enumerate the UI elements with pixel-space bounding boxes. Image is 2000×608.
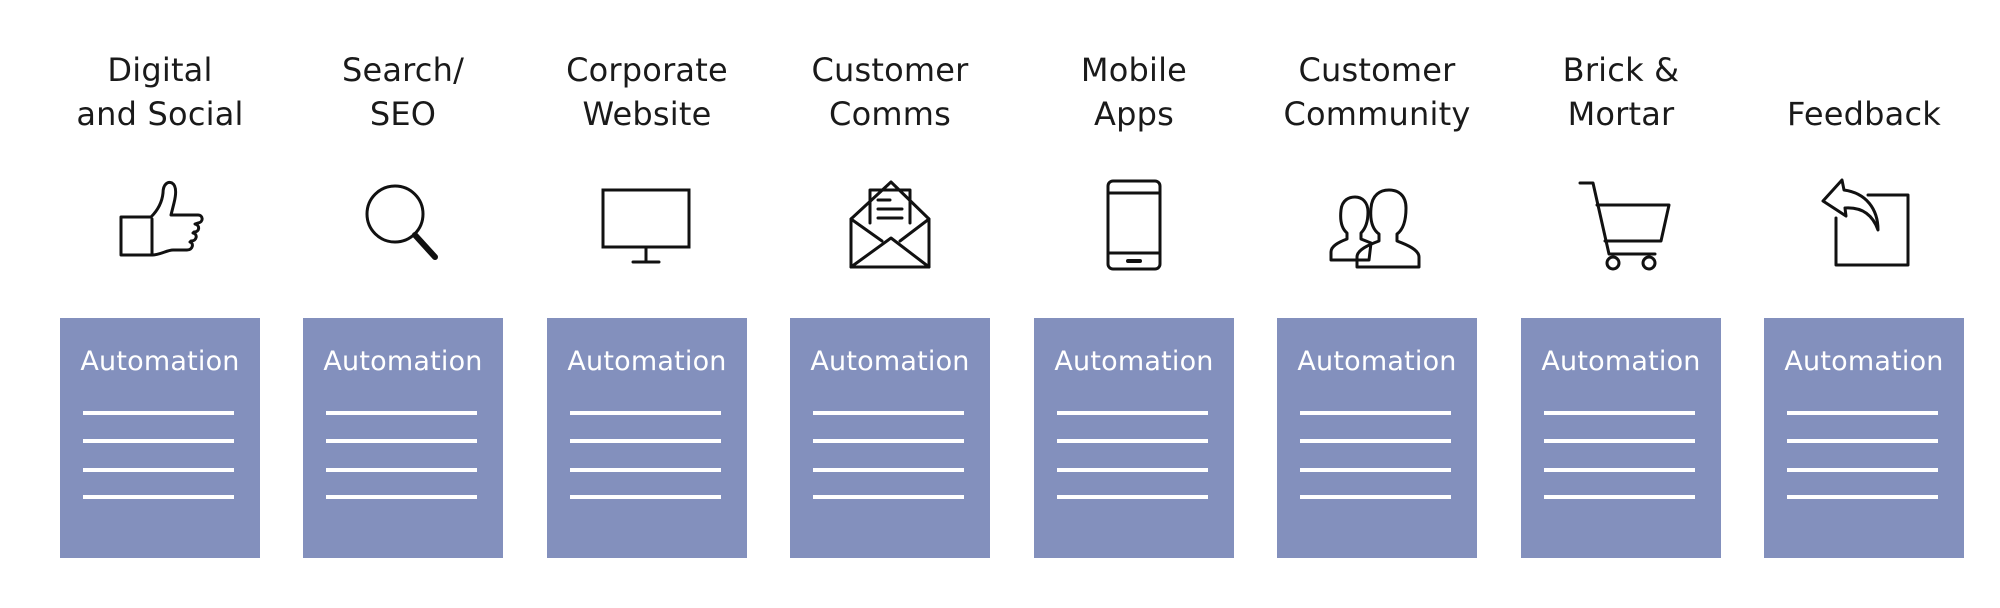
text-line: [83, 495, 234, 499]
text-line: [1787, 495, 1938, 499]
automation-card: Automation: [60, 318, 260, 558]
title-line-2: and Social: [76, 95, 244, 133]
title-line-2: Community: [1283, 95, 1471, 133]
title-line-1: Customer: [1298, 51, 1456, 89]
text-line: [1787, 439, 1938, 443]
channel-title: Feedback: [1734, 46, 1994, 136]
automation-label: Automation: [567, 346, 727, 377]
title-line-2: SEO: [369, 95, 437, 133]
title-line-1: Mobile: [1080, 51, 1188, 89]
title-line-2: Apps: [1094, 95, 1174, 133]
text-line: [83, 468, 234, 472]
title-line-1: Search/: [341, 51, 465, 89]
automation-card: Automation: [547, 318, 747, 558]
text-line: [1544, 411, 1695, 415]
text-line: [1300, 468, 1451, 472]
shopping-cart-icon: [1561, 175, 1681, 275]
reply-arrow-icon: [1804, 175, 1924, 275]
automation-label: Automation: [1297, 346, 1457, 377]
text-line: [570, 411, 721, 415]
automation-label: Automation: [80, 346, 240, 377]
text-line: [83, 411, 234, 415]
text-line: [326, 439, 477, 443]
text-line: [813, 468, 964, 472]
text-line: [570, 495, 721, 499]
channel-column-search-seo: Search/ SEO Automation: [303, 0, 503, 608]
channel-title: Digital and Social: [30, 46, 290, 136]
text-line: [1787, 468, 1938, 472]
automation-label: Automation: [1784, 346, 1944, 377]
channel-title: Brick & Mortar: [1491, 46, 1751, 136]
automation-label: Automation: [1541, 346, 1701, 377]
title-line-1: Customer: [811, 51, 969, 89]
text-line: [1300, 411, 1451, 415]
people-icon: [1317, 175, 1437, 275]
channel-column-digital-social: Digital and Social Automation: [60, 0, 260, 608]
text-line: [1787, 411, 1938, 415]
envelope-letter-icon: [830, 175, 950, 275]
channel-title: Mobile Apps: [1004, 46, 1264, 136]
text-line: [1057, 411, 1208, 415]
text-line: [1057, 468, 1208, 472]
text-line: [1057, 439, 1208, 443]
text-line: [813, 495, 964, 499]
text-line: [570, 468, 721, 472]
automation-label: Automation: [323, 346, 483, 377]
text-line: [1300, 495, 1451, 499]
title-line-1: Digital: [107, 51, 213, 89]
automation-card: Automation: [1764, 318, 1964, 558]
text-line: [1544, 495, 1695, 499]
automation-card: Automation: [1034, 318, 1234, 558]
title-line-1: Brick &: [1562, 51, 1680, 89]
automation-label: Automation: [810, 346, 970, 377]
text-line: [1057, 495, 1208, 499]
title-line-2: Mortar: [1567, 95, 1675, 133]
title-line-2: Website: [582, 95, 712, 133]
automation-card: Automation: [790, 318, 990, 558]
channel-title: Customer Community: [1247, 46, 1507, 136]
title-line-1: Corporate: [566, 51, 728, 89]
text-line: [326, 468, 477, 472]
channel-column-corporate-website: Corporate Website Automation: [547, 0, 747, 608]
text-line: [813, 411, 964, 415]
automation-card: Automation: [303, 318, 503, 558]
text-line: [570, 439, 721, 443]
thumbs-up-icon: [100, 175, 220, 275]
monitor-icon: [587, 175, 707, 275]
text-line: [813, 439, 964, 443]
text-line: [1300, 439, 1451, 443]
channel-column-brick-mortar: Brick & Mortar Automation: [1521, 0, 1721, 608]
channel-title: Search/ SEO: [273, 46, 533, 136]
channel-column-customer-comms: Customer Comms Automation: [790, 0, 990, 608]
text-line: [326, 411, 477, 415]
channel-title: Customer Comms: [760, 46, 1020, 136]
title-line-2: Comms: [829, 95, 951, 133]
automation-label: Automation: [1054, 346, 1214, 377]
channel-column-feedback: Feedback Automation: [1764, 0, 1964, 608]
text-line: [83, 439, 234, 443]
channel-column-mobile-apps: Mobile Apps Automation: [1034, 0, 1234, 608]
automation-card: Automation: [1521, 318, 1721, 558]
magnifier-icon: [343, 175, 463, 275]
text-line: [1544, 439, 1695, 443]
smartphone-icon: [1074, 175, 1194, 275]
automation-card: Automation: [1277, 318, 1477, 558]
title-line-2: Feedback: [1787, 95, 1941, 133]
text-line: [1544, 468, 1695, 472]
text-line: [326, 495, 477, 499]
channel-title: Corporate Website: [517, 46, 777, 136]
channel-column-customer-community: Customer Community Automation: [1277, 0, 1477, 608]
